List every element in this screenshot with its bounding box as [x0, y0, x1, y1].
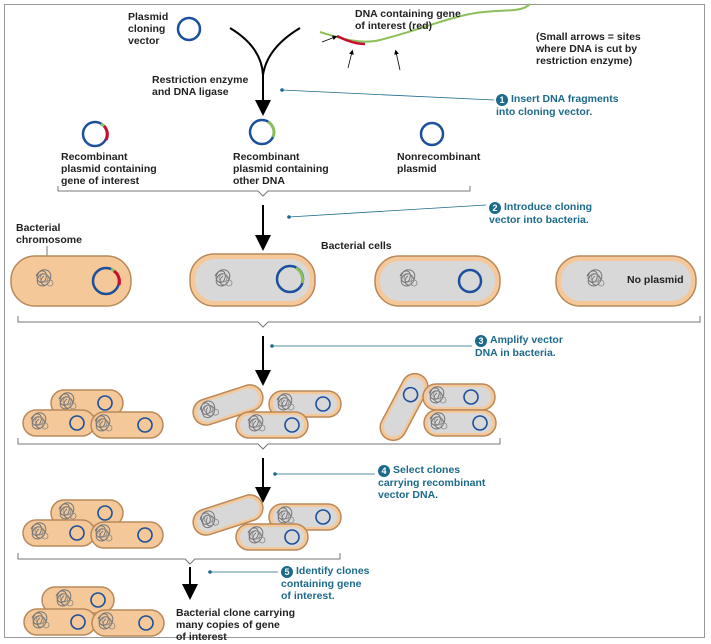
label-recomb-gene: Recombinant plasmid containing gene of i…: [61, 151, 157, 187]
plasmid-vector: [176, 16, 202, 42]
label-recomb-other: Recombinant plasmid containing other DNA: [233, 151, 329, 187]
cut-arrow-2: [347, 49, 354, 69]
colony-final-clone: [23, 586, 165, 637]
step-4-text: Select clones carrying recombinant vecto…: [378, 464, 486, 501]
merge-curve-left: [229, 27, 264, 76]
label-bact-chromosome: Bacterial chromosome: [16, 222, 82, 246]
step-3-text: Amplify vector DNA in bacteria.: [475, 334, 563, 359]
cell-1: [10, 255, 132, 307]
label-final-clone: Bacterial clone carrying many copies of …: [176, 607, 296, 643]
dna-gene-segment: [336, 34, 366, 46]
step-2-number: 2: [489, 202, 501, 214]
cut-arrow-1: [321, 35, 338, 43]
colony-gene-selected: [22, 499, 164, 549]
colony-gene-amplified: [22, 389, 164, 439]
callout-2: [288, 204, 487, 218]
step-2-text: Introduce cloning vector into bacteria.: [489, 201, 593, 226]
step-5-number: 5: [281, 566, 293, 578]
step-5-text: Identify clones containing gene of inter…: [281, 565, 370, 602]
step-4-number: 4: [378, 465, 390, 477]
brace-2: [17, 316, 701, 328]
colony-other-selected: [188, 490, 342, 551]
brace-1: [57, 186, 471, 197]
brace-4: [17, 553, 341, 565]
label-enzyme: Restriction enzyme and DNA ligase: [152, 74, 249, 98]
colony-nonrecomb-amplified: [374, 368, 497, 446]
step-3-number: 3: [475, 335, 487, 347]
label-bact-cells: Bacterial cells: [321, 240, 392, 252]
callout-1: [281, 89, 495, 101]
colony-other-amplified: [188, 380, 342, 439]
cell-3-plasmid: [457, 268, 483, 294]
plasmid-nonrecomb: [419, 121, 445, 147]
cut-arrow-3: [394, 49, 401, 71]
label-arrows-note: (Small arrows = sites where DNA is cut b…: [536, 31, 641, 67]
label-nonrecomb: Nonrecombinant plasmid: [397, 151, 481, 175]
brace-3: [17, 438, 501, 450]
dna-strand: [319, 3, 531, 43]
label-dna-gene: DNA containing gene of interest (red): [355, 8, 461, 32]
label-plasmid-vector: Plasmid cloning vector: [128, 11, 169, 47]
step-1-number: 1: [496, 94, 508, 106]
label-no-plasmid: No plasmid: [627, 274, 684, 286]
figure-frame: [4, 4, 705, 638]
merge-curve-right: [262, 27, 301, 76]
step-1-text: Insert DNA fragments into cloning vector…: [496, 93, 619, 118]
